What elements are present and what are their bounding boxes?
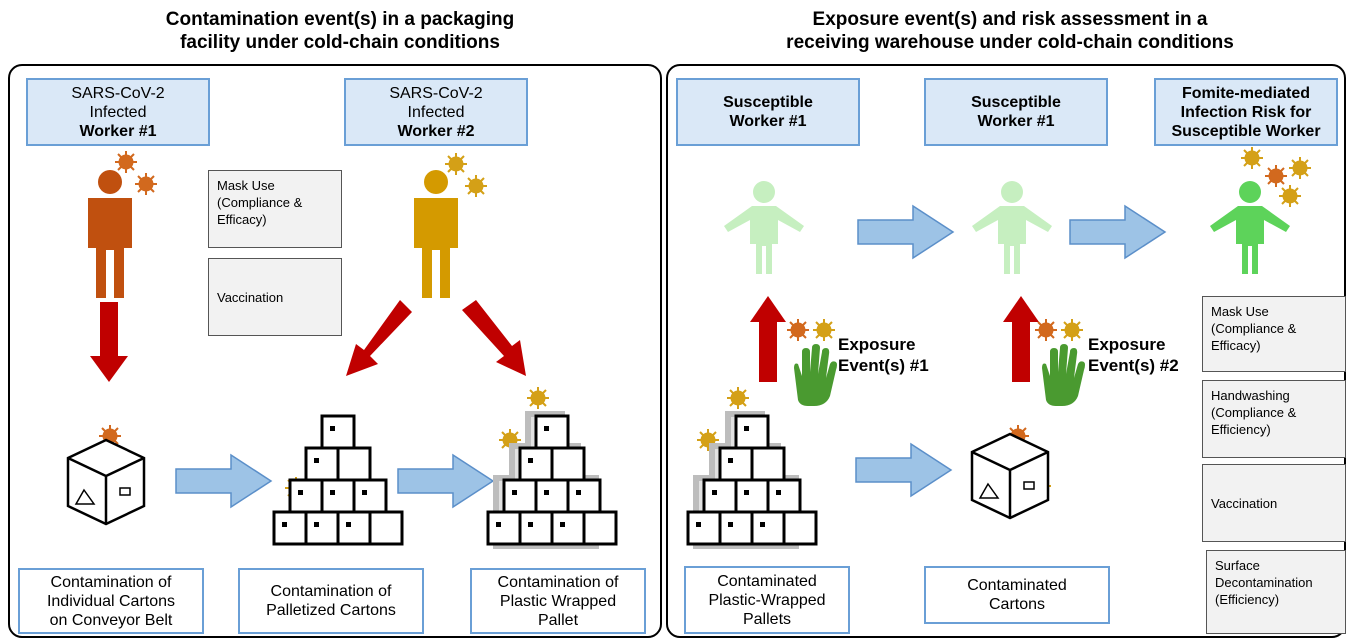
- worker1-line3: Worker #1: [79, 122, 157, 140]
- infected-worker-2-box: SARS-CoV-2 Infected Worker #2: [344, 78, 528, 146]
- red-arrow-worker2-right: [462, 300, 526, 376]
- risk-line2: Infection Risk for: [1180, 103, 1312, 121]
- worker2-line1: SARS-CoV-2: [389, 84, 483, 102]
- mask-use-box-left: Mask Use (Compliance & Efficacy): [208, 170, 342, 248]
- vaccination-label-left: Vaccination: [217, 289, 284, 305]
- worker2-line2: Infected: [407, 103, 465, 121]
- risk-line3: Susceptible Worker: [1171, 122, 1321, 140]
- left-title-line1: Contamination event(s) in a packaging: [165, 9, 515, 30]
- handwashing-box: Handwashing (Compliance & Efficiency): [1202, 380, 1346, 458]
- susc1-line1: Susceptible: [723, 94, 813, 111]
- left-panel: [8, 64, 662, 638]
- mask-line1: Mask Use: [217, 178, 275, 193]
- expo1-line2: Event(s) #1: [838, 356, 929, 375]
- wrapped-pallet-icon-right: [686, 411, 818, 549]
- exposure-event-1-label: Exposure Event(s) #1: [838, 334, 929, 376]
- rlabel1-line3: Pallets: [742, 610, 792, 628]
- sd-line3: (Efficiency): [1215, 592, 1280, 607]
- surface-decontamination-box: Surface Decontamination (Efficiency): [1206, 550, 1346, 634]
- expo2-line2: Event(s) #2: [1088, 356, 1179, 375]
- label2-line1: Contamination of: [270, 583, 392, 600]
- label3-line3: Pallet: [537, 611, 579, 629]
- mask-line2: (Compliance &: [217, 195, 303, 210]
- worker1-line2: Infected: [89, 103, 147, 121]
- vaccination-label-right: Vaccination: [1211, 495, 1278, 511]
- right-panel-title: Exposure event(s) and risk assessment in…: [690, 8, 1330, 54]
- worker1-line1: SARS-CoV-2: [71, 84, 165, 102]
- label1-line2: Individual Cartons: [46, 592, 176, 610]
- hw-line3: Efficiency): [1211, 422, 1271, 437]
- left-title-line2: facility under cold-chain conditions: [180, 32, 500, 53]
- mask-line3: Efficacy): [217, 212, 267, 227]
- label-individual-cartons: Contamination of Individual Cartons on C…: [18, 568, 204, 634]
- risk-line1: Fomite-mediated: [1181, 84, 1310, 102]
- red-arrow-worker1: [90, 302, 128, 382]
- label-plastic-wrapped-pallet: Contamination of Plastic Wrapped Pallet: [470, 568, 646, 634]
- label2-line2: Palletized Cartons: [266, 602, 396, 619]
- rmask-line3: Efficacy): [1211, 338, 1261, 353]
- exposure-event-2-label: Exposure Event(s) #2: [1088, 334, 1179, 376]
- label-contaminated-pallets: Contaminated Plastic-Wrapped Pallets: [684, 566, 850, 634]
- sd-line2: Decontamination: [1215, 575, 1313, 590]
- expo1-line1: Exposure: [838, 335, 916, 354]
- rlabel2-line2: Cartons: [988, 596, 1046, 613]
- label-contaminated-cartons: Contaminated Cartons: [924, 566, 1110, 624]
- susc1-line2: Worker #1: [729, 113, 807, 130]
- susceptible-worker-1-box: Susceptible Worker #1: [676, 78, 860, 146]
- mask-use-box-right: Mask Use (Compliance & Efficacy): [1202, 296, 1346, 372]
- susc2-line1: Susceptible: [971, 94, 1061, 111]
- wrapped-pallet-icon: [486, 411, 618, 549]
- label3-line2: Plastic Wrapped: [499, 592, 617, 610]
- vaccination-box-left: Vaccination: [208, 258, 342, 336]
- rmask-line1: Mask Use: [1211, 304, 1269, 319]
- label1-line1: Contamination of: [50, 573, 172, 591]
- infection-risk-box: Fomite-mediated Infection Risk for Susce…: [1154, 78, 1338, 146]
- label-palletized-cartons: Contamination of Palletized Cartons: [238, 568, 424, 634]
- label3-line1: Contamination of: [497, 573, 619, 591]
- rlabel2-line1: Contaminated: [967, 577, 1067, 594]
- red-arrow-exposure1: [750, 296, 786, 382]
- right-title-line2: receiving warehouse under cold-chain con…: [786, 32, 1234, 53]
- hw-line1: Handwashing: [1211, 388, 1290, 403]
- left-panel-title: Contamination event(s) in a packaging fa…: [40, 8, 640, 54]
- red-arrow-exposure2: [1003, 296, 1039, 382]
- label1-line3: on Conveyor Belt: [49, 611, 173, 629]
- rlabel1-line1: Contaminated: [717, 572, 817, 590]
- hw-line2: (Compliance &: [1211, 405, 1297, 420]
- right-title-line1: Exposure event(s) and risk assessment in…: [812, 9, 1208, 30]
- worker2-line3: Worker #2: [397, 122, 475, 140]
- vaccination-box-right: Vaccination: [1202, 464, 1346, 542]
- rlabel1-line2: Plastic-Wrapped: [708, 591, 826, 609]
- susceptible-worker-2-box: Susceptible Worker #1: [924, 78, 1108, 146]
- expo2-line1: Exposure: [1088, 335, 1166, 354]
- susc2-line2: Worker #1: [977, 113, 1055, 130]
- red-arrow-worker2-left: [346, 300, 412, 376]
- infected-worker-1-box: SARS-CoV-2 Infected Worker #1: [26, 78, 210, 146]
- rmask-line2: (Compliance &: [1211, 321, 1297, 336]
- sd-line1: Surface: [1215, 558, 1260, 573]
